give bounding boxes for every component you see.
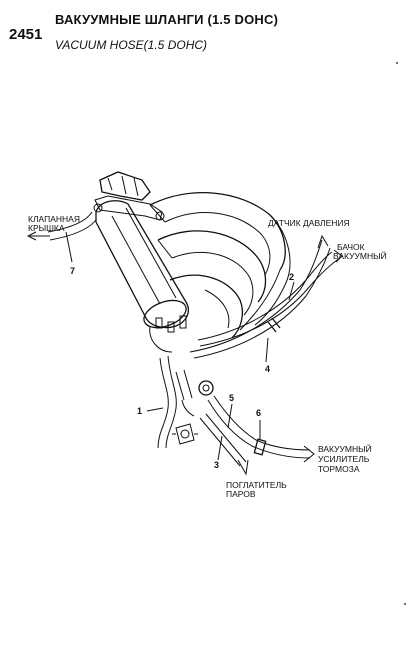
hose-7 bbox=[26, 211, 97, 263]
callout-5: 5 bbox=[229, 393, 234, 403]
intake-manifold bbox=[149, 192, 291, 339]
callout-3: 3 bbox=[214, 460, 219, 470]
page-title-ru: ВАКУУМНЫЕ ШЛАНГИ (1.5 DOHC) bbox=[55, 12, 279, 27]
callout-7: 7 bbox=[70, 266, 75, 276]
label-brake-booster-1: ВАКУУМНЫЙ bbox=[318, 443, 372, 454]
callout-4: 4 bbox=[265, 364, 270, 374]
label-brake-booster-2: УСИЛИТЕЛЬ bbox=[318, 454, 370, 464]
hose-1 bbox=[146, 355, 177, 449]
label-vacuum-tank-1: БАЧОК bbox=[337, 242, 365, 252]
hose-connectors bbox=[172, 369, 214, 445]
plenum-fittings bbox=[149, 315, 187, 353]
throttle-bracket bbox=[93, 171, 165, 221]
section-number: 2451 bbox=[9, 26, 43, 43]
intake-plenum bbox=[95, 200, 190, 329]
label-vapor-absorber-1: ПОГЛАТИТЕЛЬ bbox=[226, 480, 287, 490]
label-valve-cover-1: КЛАПАННАЯ bbox=[28, 214, 80, 224]
callout-1: 1 bbox=[137, 406, 142, 416]
corner-dot bbox=[396, 62, 398, 64]
hose-5-6 bbox=[207, 395, 315, 463]
corner-dot bbox=[404, 603, 406, 605]
label-vapor-absorber-2: ПАРОВ bbox=[226, 489, 256, 499]
callout-2: 2 bbox=[289, 272, 294, 282]
hose-2 bbox=[189, 234, 343, 363]
callout-6: 6 bbox=[256, 408, 261, 418]
page-title-en: VACUUM HOSE(1.5 DOHC) bbox=[55, 38, 208, 52]
hose-3 bbox=[199, 413, 249, 476]
label-pressure-sensor: ДАТЧИК ДАВЛЕНИЯ bbox=[268, 218, 350, 228]
label-valve-cover-2: КРЫШКА bbox=[28, 223, 65, 233]
label-brake-booster-3: ТОРМОЗА bbox=[318, 464, 360, 474]
label-vacuum-tank-2: ВАКУУМНЫЙ bbox=[333, 250, 387, 261]
